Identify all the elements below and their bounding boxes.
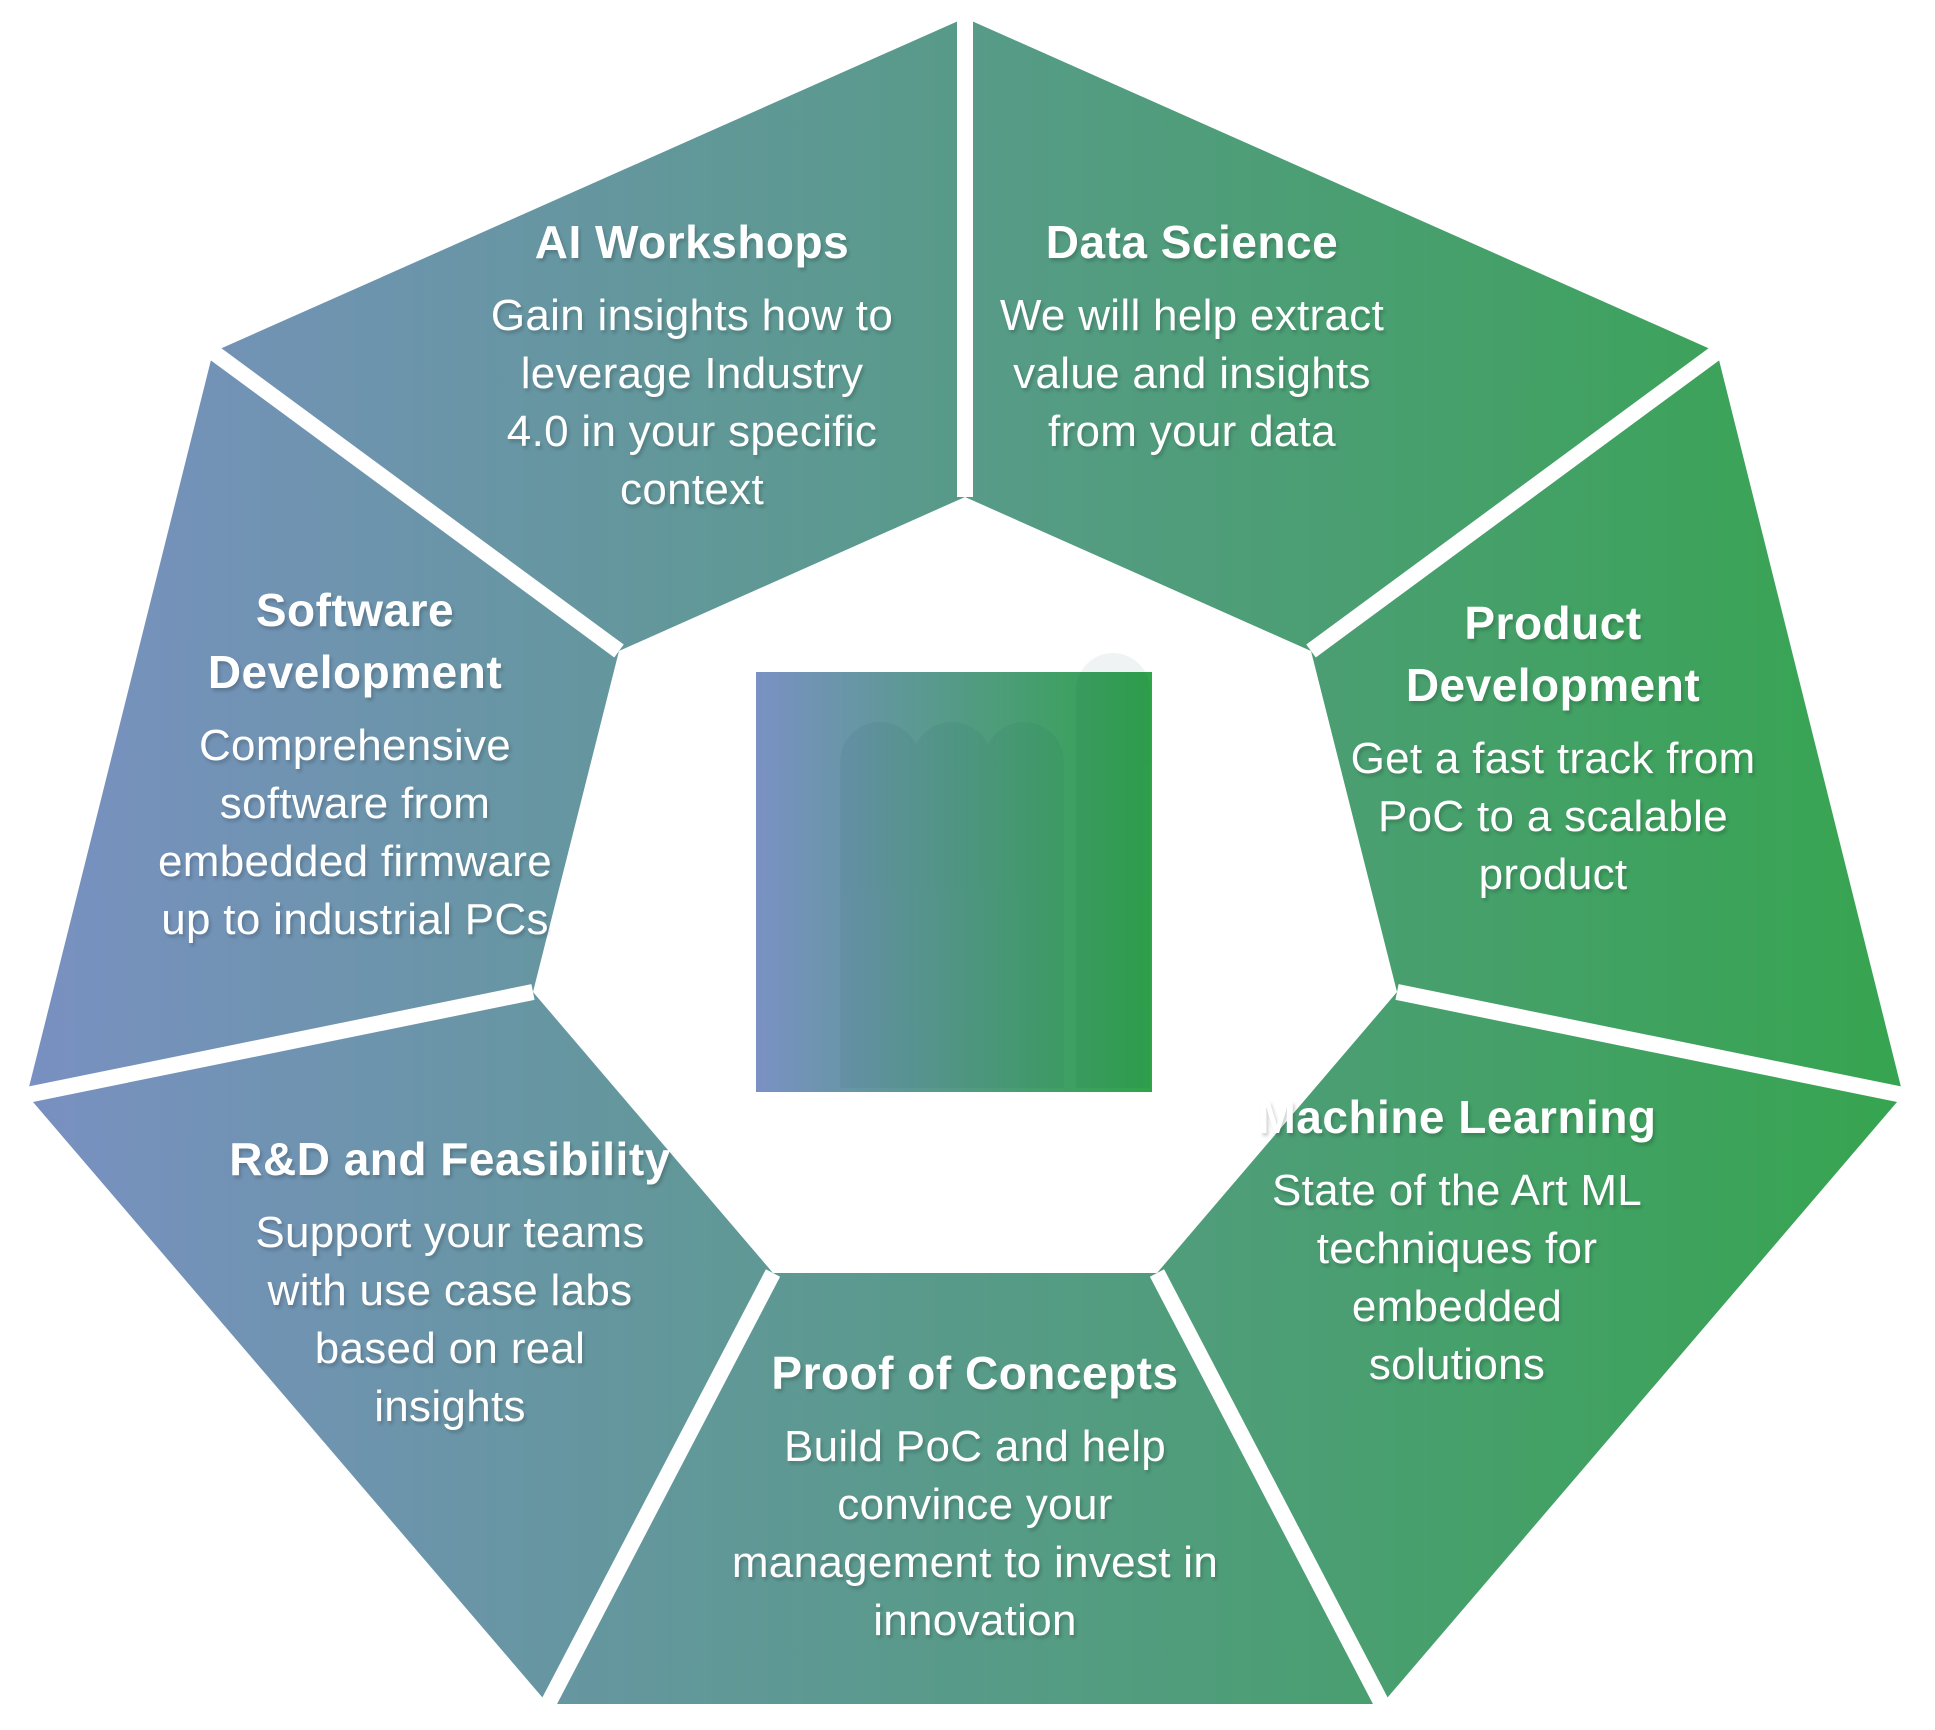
segment-description: Build PoC and help convince your managem… xyxy=(731,1422,1219,1645)
center-square xyxy=(756,672,1152,1092)
segment-divider-upper-left xyxy=(208,345,624,658)
faint-logo-watermark-icon xyxy=(840,653,1150,1088)
segment-product-development: Product Development Get a fast track fro… xyxy=(1273,592,1833,904)
segment-title: Software Development xyxy=(207,584,503,698)
segment-proof-of-concepts: Proof of Concepts Build PoC and help con… xyxy=(665,1342,1285,1650)
segment-software-development: Software Development Comprehensive softw… xyxy=(75,579,635,949)
segment-title: Proof of Concepts xyxy=(771,1347,1179,1399)
segment-rd-and-feasibility: R&D and Feasibility Support your teams w… xyxy=(170,1128,730,1436)
segment-description: Gain insights how to leverage Industry 4… xyxy=(490,291,894,514)
segment-ai-workshops: AI Workshops Gain insights how to levera… xyxy=(412,211,972,519)
segment-title: Data Science xyxy=(1045,216,1339,268)
segment-divider-lower-right xyxy=(1149,1269,1390,1708)
segment-description: We will help extract value and insights … xyxy=(999,291,1385,456)
segment-description: Support your teams with use case labs ba… xyxy=(255,1208,645,1431)
segment-data-science: Data Science We will help extract value … xyxy=(912,211,1472,461)
heptagon-ring xyxy=(27,18,1903,1704)
segment-title: R&D and Feasibility xyxy=(229,1133,671,1185)
segment-title: Product Development xyxy=(1405,597,1701,711)
segment-description: Comprehensive software from embedded fir… xyxy=(158,721,552,944)
segment-title: Machine Learning xyxy=(1257,1091,1657,1143)
segment-divider-right xyxy=(1395,984,1905,1103)
segment-divider-lower-left xyxy=(540,1269,781,1708)
segment-title: AI Workshops xyxy=(534,216,850,268)
segment-description: Get a fast track from PoC to a scalable … xyxy=(1350,734,1756,899)
segment-machine-learning: Machine Learning State of the Art ML tec… xyxy=(1197,1086,1717,1394)
segment-description: State of the Art ML techniques for embed… xyxy=(1271,1166,1643,1389)
segment-divider-upper-right xyxy=(1306,345,1722,658)
segment-divider-left xyxy=(25,984,535,1103)
